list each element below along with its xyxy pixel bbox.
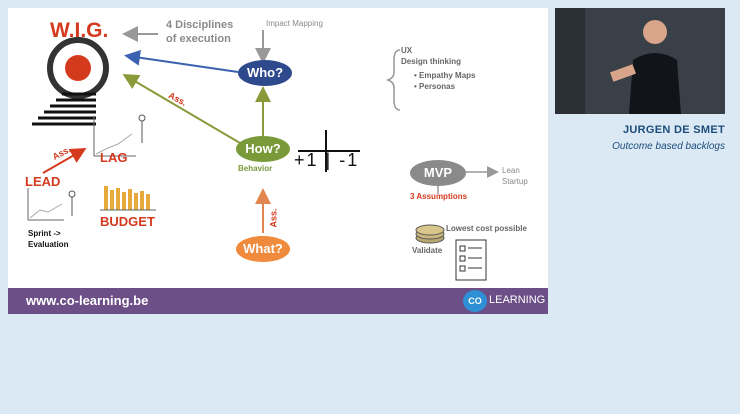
plus-minus-text: +1 | -1 [294,150,360,170]
sprint-label: Sprint -> Evaluation [28,229,69,249]
arrow-who [124,49,239,73]
budget-label: BUDGET [100,214,155,229]
target-center [65,55,91,81]
slide-footer: www.co-learning.be CO LEARNING [8,288,548,314]
speaker-figure [555,8,725,114]
lag-label: LAG [100,150,128,165]
ass-label-2: Ass. [268,208,279,228]
speaker-video [555,8,725,114]
target-icon [47,37,109,99]
ux-item-personas-text: Personas [419,82,456,91]
lowest-cost-label: Lowest cost possible [446,224,527,233]
co-learning-logo: CO LEARNING [463,290,546,312]
arrow-lead-lag [42,148,87,174]
presentation-slide: W.I.G. 4 Disciplines of execution Impact… [8,8,548,314]
ux-item-empathy-text: Empathy Maps [419,71,476,80]
plus-minus-grid [298,130,360,172]
plus-minus-label: +1 | -1 [294,150,359,171]
impact-mapping-label: Impact Mapping [266,19,323,28]
behavior-label: Behavior [238,164,273,173]
speaker-name: JURGEN DE SMET [623,124,725,136]
what-node: What? [236,236,290,262]
budget-bars-icon [104,186,150,210]
slide-arrows [27,26,499,281]
who-node: Who? [238,60,292,86]
lead-label: LEAD [25,174,61,189]
ux-item-empathy: • Empathy Maps [414,71,476,80]
stairs-icon [32,92,96,126]
wig-label: W.I.G. [50,19,109,42]
lead-chart-icon [27,188,76,221]
arrow-how [122,73,241,144]
ux-brace [385,49,401,111]
logo-co: CO [463,290,487,312]
speaker-subtitle: Outcome based backlogs [612,141,725,152]
how-node: How? [236,136,290,162]
footer-url: www.co-learning.be [26,293,149,308]
ux-item-personas: • Personas [414,82,456,91]
assumptions-label: 3 Assumptions [410,192,468,201]
lean-label: Lean Startup [502,166,528,186]
logo-text: LEARNING [489,294,546,306]
disciplines-label: 4 Disciplines of execution [166,19,234,45]
checklist-icon [455,239,487,281]
coins-icon [415,224,445,244]
ux-title: UX Design thinking [401,46,461,66]
validate-label: Validate [412,246,443,255]
lag-chart-icon [93,114,146,157]
mvp-node: MVP [410,160,466,186]
